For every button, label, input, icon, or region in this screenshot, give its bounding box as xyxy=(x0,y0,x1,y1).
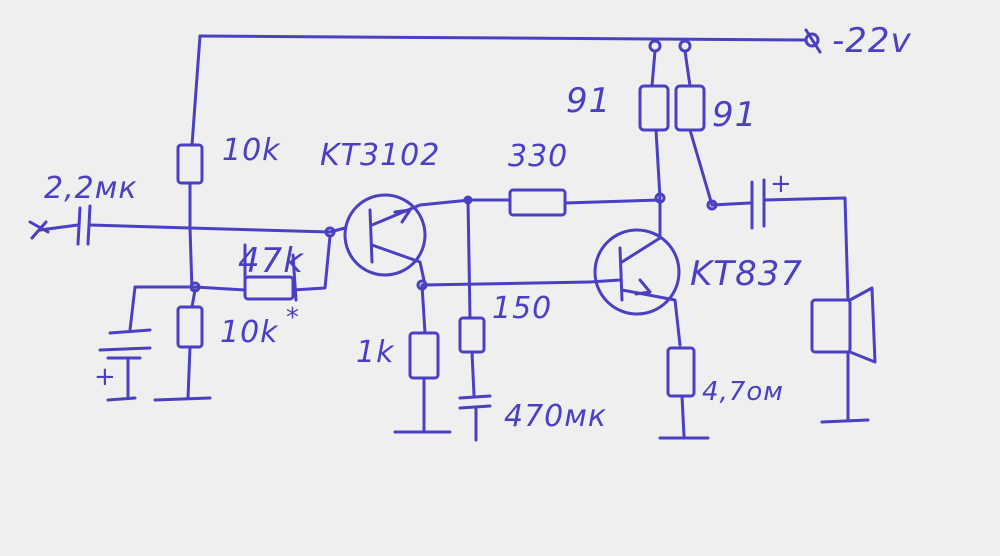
label-47k: 47k xyxy=(238,241,304,281)
capacitor-2u2-left-plate xyxy=(76,206,82,246)
wire-4r7-to-ground xyxy=(680,394,686,438)
label-q2: KT837 xyxy=(690,254,803,294)
label-330: 330 xyxy=(508,139,568,174)
supply-terminal-mark xyxy=(804,28,822,54)
supply-rail-left-drop xyxy=(190,34,202,147)
label-4r7: 4,7ом xyxy=(702,377,784,407)
label-150: 150 xyxy=(492,291,552,326)
wire-330-to-node xyxy=(563,198,662,205)
label-470u: 470мк xyxy=(504,399,607,434)
resistor-91-right xyxy=(674,84,706,132)
transistor-q1-base-bar xyxy=(368,208,374,264)
wire-q1-emitter-to-150 xyxy=(420,280,592,287)
wire-q1-emitter-down xyxy=(420,283,427,335)
transistor-q1-collector xyxy=(370,198,472,227)
label-91-left: 91 xyxy=(566,81,611,121)
transistor-q1-emitter-arrow xyxy=(393,208,412,224)
resistor-47k xyxy=(243,275,295,301)
transistor-q2-base-bar xyxy=(618,246,624,302)
wire-input-to-cap xyxy=(38,223,80,232)
resistor-4r7 xyxy=(666,346,696,398)
wire-node-to-out-cap xyxy=(710,201,752,207)
label-input-cap: 2,2мк xyxy=(44,171,137,206)
node-91-left-top xyxy=(648,39,662,53)
marker-battery-plus: + xyxy=(94,362,117,392)
label-10k-top: 10k xyxy=(222,133,281,168)
label-10k-bottom: 10k xyxy=(220,315,279,350)
wires xyxy=(28,28,877,442)
label-1k: 1k xyxy=(356,335,395,370)
wire-91-left-down xyxy=(654,128,662,200)
wire-q1-collector-to-150 xyxy=(466,198,472,320)
wire-cap-to-base xyxy=(88,223,347,234)
wire-out-cap-to-speaker xyxy=(762,196,850,302)
ground-speaker xyxy=(820,418,870,424)
speaker-cone xyxy=(848,286,877,364)
ground-left xyxy=(153,396,212,402)
battery-plate-2 xyxy=(98,346,152,352)
wire-91-left-top xyxy=(650,49,657,88)
resistor-10k-top xyxy=(176,143,204,185)
battery-bottom-plate xyxy=(106,396,137,402)
resistor-1k xyxy=(408,331,440,380)
transistor-q2-collector xyxy=(620,200,662,264)
capacitor-470u-top-plate xyxy=(458,394,492,400)
transistor-q2-emitter-arrow xyxy=(634,278,652,296)
resistor-150 xyxy=(458,316,486,354)
marker-feedback-star: * xyxy=(286,303,300,333)
label-q1: KT3102 xyxy=(320,138,440,173)
transistor-q2-body xyxy=(593,228,681,316)
transistor-q2-base-lead xyxy=(588,278,622,284)
transistor-q2-emitter xyxy=(620,288,682,347)
wire-47k-wiper xyxy=(243,243,298,302)
wire-bias-to-battery xyxy=(128,285,197,332)
resistor-91-left xyxy=(638,84,670,132)
supply-rail xyxy=(198,34,807,42)
wire-10k-down xyxy=(188,181,194,292)
wire-150-to-cap xyxy=(470,350,476,397)
speaker-body xyxy=(810,298,852,354)
resistor-330 xyxy=(508,188,567,217)
wire-91-right-down xyxy=(688,128,714,207)
wire-bias-to-47k xyxy=(193,285,247,292)
transistor-q1-body xyxy=(343,193,427,277)
supply-terminal xyxy=(804,32,820,48)
labels: -22v 2,2мк 10k 47k 10k KT3102 330 91 91 … xyxy=(44,21,912,434)
wire-91-right-top xyxy=(683,49,692,88)
resistor-10k-bottom xyxy=(176,305,204,349)
wire-47k-to-base xyxy=(291,234,332,292)
marker-output-cap-plus: + xyxy=(770,169,793,199)
label-91-right: 91 xyxy=(712,95,757,135)
label-supply: -22v xyxy=(832,21,912,61)
battery-top-plate xyxy=(108,328,152,335)
wire-10k-bottom-to-ground xyxy=(186,288,197,400)
transistor-q1-emitter xyxy=(370,243,427,287)
